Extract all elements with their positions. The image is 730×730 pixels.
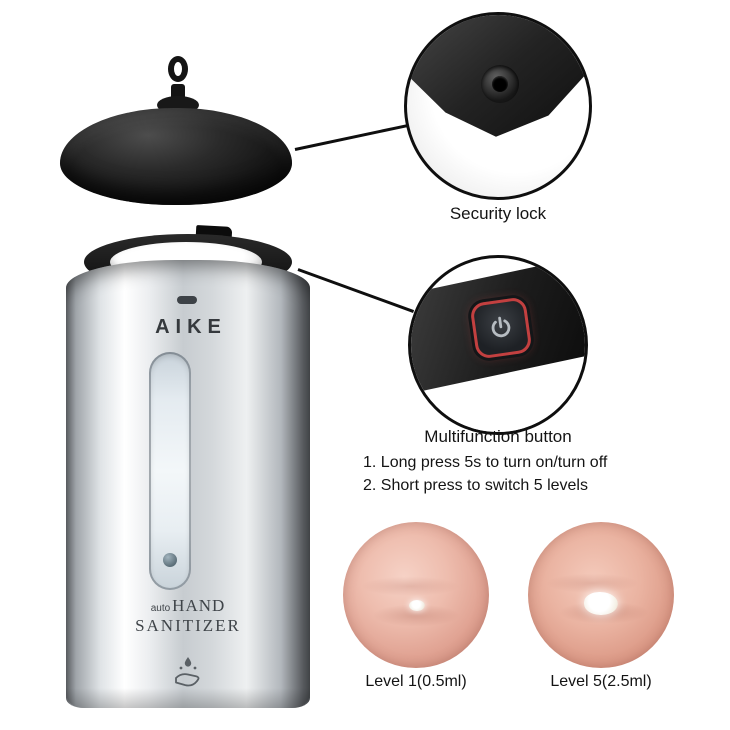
security-lock-label: Security lock	[449, 204, 547, 223]
brand-logo: AIKE	[155, 316, 227, 338]
instruction-line-2: 2. Short press to switch 5 levels	[363, 477, 588, 494]
hanging-hook-icon	[168, 56, 188, 82]
power-button	[469, 296, 533, 360]
multifunction-button-label: Multifunction button	[424, 427, 572, 446]
security-lock-callout	[404, 12, 592, 200]
button-callout-line	[297, 268, 415, 313]
level1-hand-photo	[343, 522, 489, 668]
product-name-auto: auto	[150, 603, 171, 614]
lid-photo	[60, 108, 292, 205]
liquid-level-window	[149, 352, 191, 590]
instructions-list: 1. Long press 5s to turn on/turn off 2. …	[363, 451, 703, 497]
product-name-sanitizer: SANITIZER	[135, 616, 241, 635]
multifunction-button-callout	[408, 255, 588, 435]
sanitizer-drop-small	[409, 600, 425, 611]
level1-label: Level 1(0.5ml)	[365, 673, 467, 690]
level5-hand-photo	[528, 522, 674, 668]
ir-sensor	[177, 296, 197, 304]
security-callout-line	[294, 124, 407, 151]
liquid-level-dot	[163, 553, 177, 567]
dispenser-bottom-shadow	[66, 688, 310, 708]
sanitizer-drop-large	[584, 592, 618, 615]
screw-hole-center	[492, 76, 508, 92]
level5-label: Level 5(2.5ml)	[550, 673, 652, 690]
hand-wash-icon	[170, 654, 206, 690]
product-name-hand: HAND	[172, 596, 226, 615]
power-icon	[491, 316, 511, 338]
instruction-line-1: 1. Long press 5s to turn on/turn off	[363, 454, 608, 471]
